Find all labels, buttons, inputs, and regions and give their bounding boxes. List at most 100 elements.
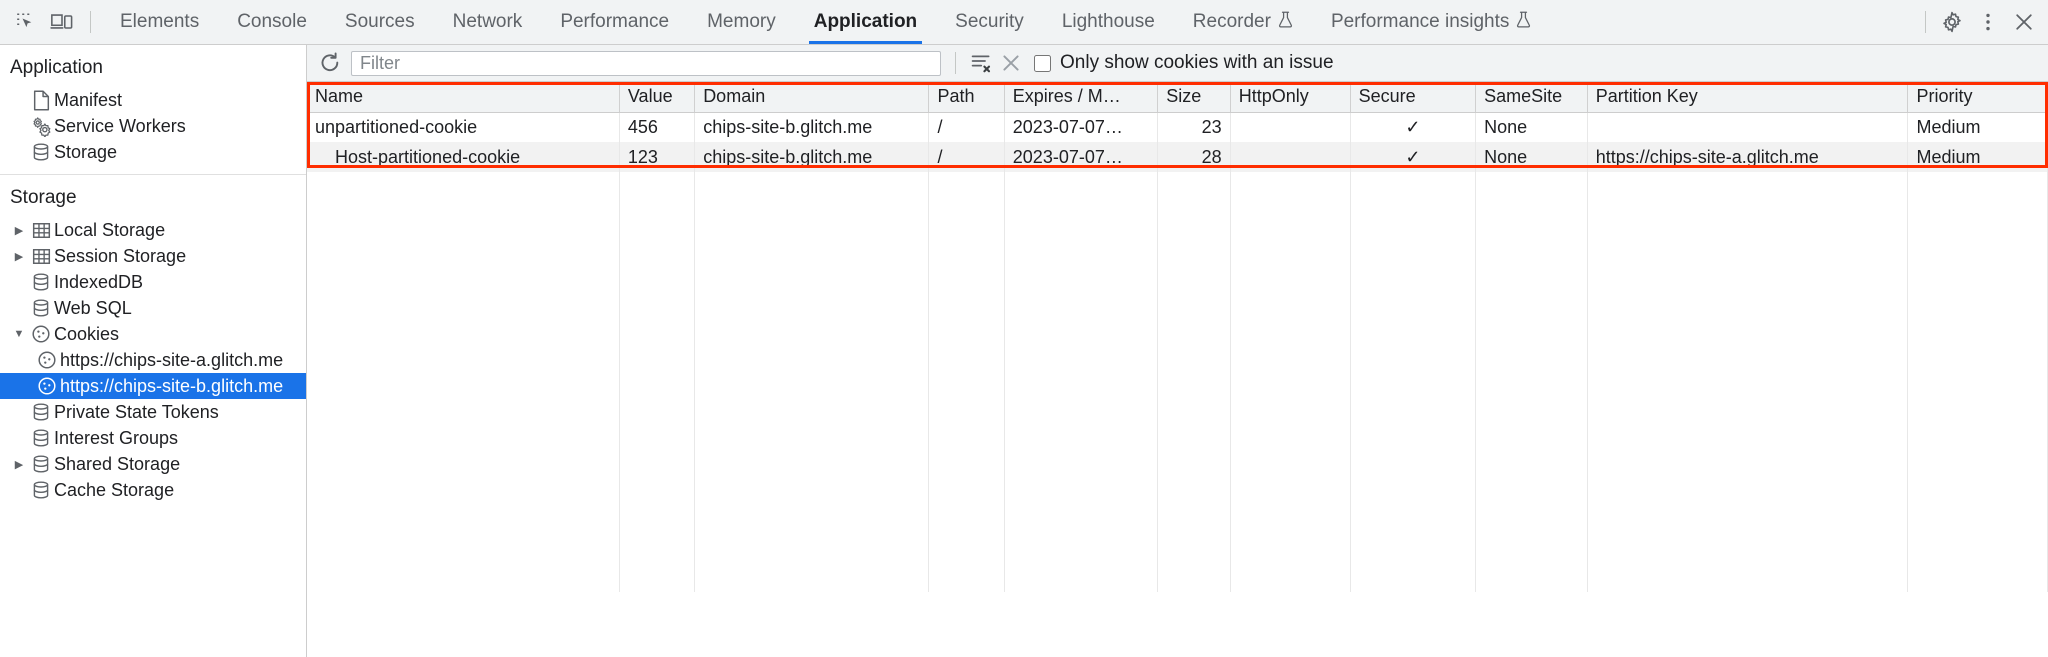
database-icon xyxy=(28,142,54,162)
tab-security[interactable]: Security xyxy=(936,0,1043,44)
tab-label: Sources xyxy=(344,11,415,32)
tab-memory[interactable]: Memory xyxy=(688,0,795,44)
column-header-httponly[interactable]: HttpOnly xyxy=(1230,82,1351,113)
toolbar-divider xyxy=(90,11,91,33)
cell-name[interactable]: unpartitioned-cookie xyxy=(307,112,620,142)
database-icon xyxy=(28,454,54,474)
cell-expires[interactable]: 2023-07-07… xyxy=(1004,112,1159,142)
gear-icon[interactable] xyxy=(1934,4,1970,40)
sidebar-section-title-storage: Storage xyxy=(10,187,77,208)
cell-priority[interactable]: Medium xyxy=(1907,112,2048,142)
cell-name[interactable]: __Host-partitioned-cookie xyxy=(307,142,620,172)
column-header-expires[interactable]: Expires / M… xyxy=(1004,82,1159,113)
cookies-table-container: Name Value Domain Path Expires / M… Size… xyxy=(307,82,2048,657)
main-area: Application ▶ Manifest ▶ xyxy=(0,45,2048,657)
filter-input[interactable] xyxy=(351,50,941,76)
tab-elements[interactable]: Elements xyxy=(101,0,218,44)
cell-samesite[interactable]: None xyxy=(1475,112,1588,142)
sidebar-item-cookies-chips-site-b[interactable]: https://chips-site-b.glitch.me xyxy=(0,373,306,399)
sidebar-item-local-storage[interactable]: ▶ Local Storage xyxy=(0,217,306,243)
cell-priority[interactable]: Medium xyxy=(1907,142,2048,172)
sidebar-item-label: Private State Tokens xyxy=(54,401,219,422)
cell-secure[interactable]: ✓ xyxy=(1350,142,1477,172)
cell-size[interactable]: 23 xyxy=(1157,112,1231,142)
tab-application[interactable]: Application xyxy=(795,0,936,44)
device-toolbar-icon[interactable] xyxy=(44,4,80,40)
cell-domain[interactable]: chips-site-b.glitch.me xyxy=(694,142,930,172)
column-header-value[interactable]: Value xyxy=(619,82,696,113)
sidebar-item-private-state-tokens[interactable]: ▶ Private State Tokens xyxy=(0,399,306,425)
cell-samesite[interactable]: None xyxy=(1475,142,1588,172)
tab-performance-insights[interactable]: Performance insights xyxy=(1312,0,1550,44)
cell-path[interactable]: / xyxy=(928,142,1005,172)
cell-httponly[interactable] xyxy=(1230,112,1351,142)
column-header-priority[interactable]: Priority xyxy=(1907,82,2048,113)
sidebar-item-session-storage[interactable]: ▶ Session Storage xyxy=(0,243,306,269)
sidebar-item-web-sql[interactable]: ▶ Web SQL xyxy=(0,295,306,321)
toolbar-divider xyxy=(1925,11,1926,33)
cell-secure[interactable]: ✓ xyxy=(1350,112,1477,142)
cell-path[interactable]: / xyxy=(928,112,1005,142)
tab-performance[interactable]: Performance xyxy=(541,0,688,44)
tab-console[interactable]: Console xyxy=(218,0,326,44)
sidebar-item-cookies-chips-site-a[interactable]: https://chips-site-a.glitch.me xyxy=(0,347,306,373)
column-header-name[interactable]: Name xyxy=(307,82,620,113)
cell-size[interactable]: 28 xyxy=(1157,142,1231,172)
sidebar-item-service-workers[interactable]: ▶ Service Workers xyxy=(0,113,306,139)
only-issues-checkbox-label[interactable]: Only show cookies with an issue xyxy=(1034,52,1334,74)
database-icon xyxy=(28,402,54,422)
chevron-down-icon[interactable]: ▼ xyxy=(13,328,25,340)
tab-recorder[interactable]: Recorder xyxy=(1174,0,1312,44)
clear-filter-icon[interactable] xyxy=(966,48,996,78)
toolbar-left-controls xyxy=(0,0,101,44)
cell-expires[interactable]: 2023-07-07… xyxy=(1004,142,1159,172)
tab-lighthouse[interactable]: Lighthouse xyxy=(1043,0,1174,44)
sidebar-item-label: https://chips-site-a.glitch.me xyxy=(60,349,284,370)
refresh-icon[interactable] xyxy=(315,48,345,78)
tab-label: Lighthouse xyxy=(1061,11,1155,32)
tab-sources[interactable]: Sources xyxy=(326,0,434,44)
sidebar-item-label: Service Workers xyxy=(54,115,186,136)
only-issues-checkbox[interactable] xyxy=(1034,54,1051,72)
column-header-domain[interactable]: Domain xyxy=(694,82,930,113)
clear-all-cookies-icon[interactable] xyxy=(996,48,1026,78)
close-icon[interactable] xyxy=(2006,4,2042,40)
sidebar-item-indexeddb[interactable]: ▶ IndexedDB xyxy=(0,269,306,295)
cell-value[interactable]: 456 xyxy=(619,112,696,142)
sidebar-item-label: Cookies xyxy=(54,323,120,344)
tab-network[interactable]: Network xyxy=(434,0,542,44)
sidebar-item-label: Local Storage xyxy=(54,219,166,240)
sidebar-item-label: Manifest xyxy=(54,89,123,110)
column-header-secure[interactable]: Secure xyxy=(1350,82,1477,113)
sidebar: Application ▶ Manifest ▶ xyxy=(0,45,307,657)
cell-value[interactable]: 123 xyxy=(619,142,696,172)
chevron-right-icon[interactable]: ▶ xyxy=(14,224,24,237)
cell-httponly[interactable] xyxy=(1230,142,1351,172)
column-header-size[interactable]: Size xyxy=(1157,82,1231,113)
sidebar-section-storage: Storage ▶ Local Storage ▶ xyxy=(0,174,306,512)
sidebar-item-shared-storage[interactable]: ▶ Shared Storage xyxy=(0,451,306,477)
sidebar-item-label: Cache Storage xyxy=(54,479,175,500)
sidebar-item-storage[interactable]: ▶ Storage xyxy=(0,139,306,165)
chevron-right-icon[interactable]: ▶ xyxy=(14,458,24,471)
column-header-path[interactable]: Path xyxy=(928,82,1005,113)
sidebar-item-cache-storage[interactable]: ▶ Cache Storage xyxy=(0,477,306,503)
tab-label: Elements xyxy=(120,11,200,32)
column-header-partition-key[interactable]: Partition Key xyxy=(1587,82,1909,113)
cell-domain[interactable]: chips-site-b.glitch.me xyxy=(694,112,930,142)
cell-partition-key[interactable]: https://chips-site-a.glitch.me xyxy=(1587,142,1909,172)
sidebar-item-interest-groups[interactable]: ▶ Interest Groups xyxy=(0,425,306,451)
sidebar-item-manifest[interactable]: ▶ Manifest xyxy=(0,87,306,113)
chevron-right-icon[interactable]: ▶ xyxy=(14,250,24,263)
database-icon xyxy=(28,272,54,292)
kebab-menu-icon[interactable] xyxy=(1970,4,2006,40)
table-row[interactable]: unpartitioned-cookie 456 chips-site-b.gl… xyxy=(307,112,2048,142)
cell-partition-key[interactable] xyxy=(1587,112,1909,142)
table-row[interactable]: __Host-partitioned-cookie 123 chips-site… xyxy=(307,142,2048,172)
filterbar-divider xyxy=(955,52,956,74)
inspect-element-icon[interactable] xyxy=(8,4,44,40)
cookies-filter-toolbar: Only show cookies with an issue xyxy=(307,45,2048,82)
column-header-samesite[interactable]: SameSite xyxy=(1475,82,1588,113)
sidebar-item-cookies[interactable]: ▼ Cookies xyxy=(0,321,306,347)
table-icon xyxy=(28,247,54,266)
